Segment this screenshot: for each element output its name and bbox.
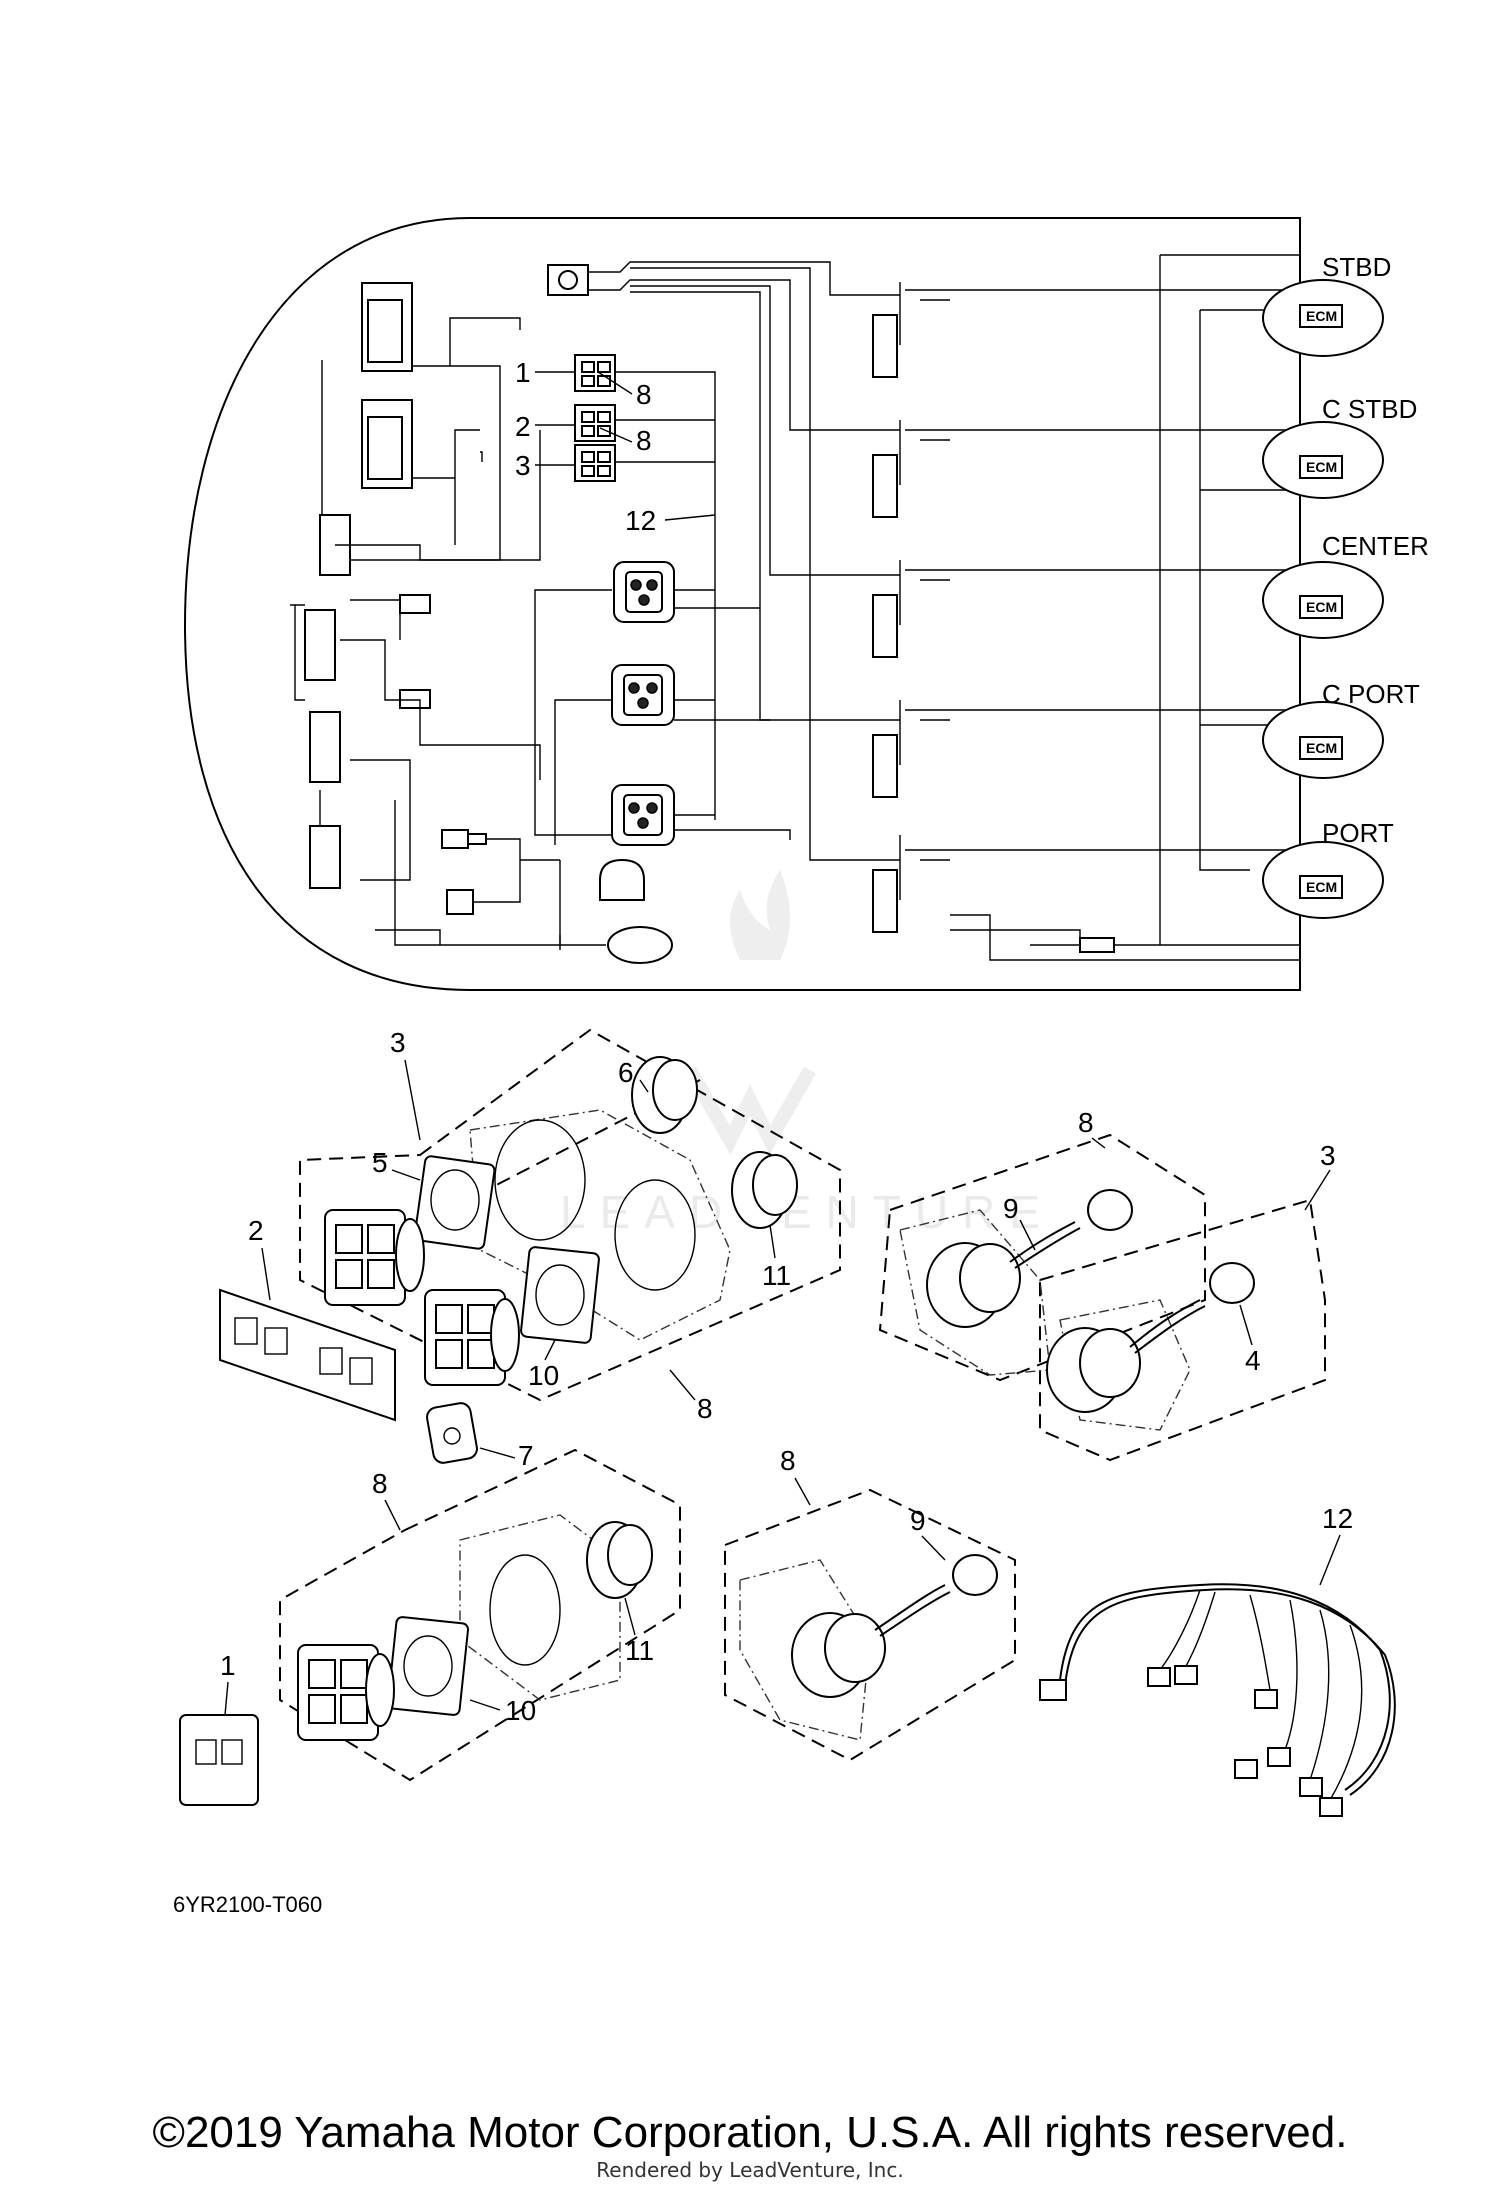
sensor-1 <box>441 829 487 849</box>
part-12-harness <box>1039 1583 1396 1817</box>
engine-label-center: CENTER <box>1322 531 1429 561</box>
part-11-ring-nut-b <box>586 1521 653 1599</box>
callout-12: 12 <box>625 505 656 536</box>
part-9-sensor-c <box>791 1554 998 1698</box>
key-switch <box>547 264 589 296</box>
callout-2: 2 <box>248 1215 264 1246</box>
sensor-3 <box>607 926 673 964</box>
switch-panel-2 <box>574 404 616 442</box>
engine-center: ECM CENTER <box>1262 531 1429 639</box>
part-10-bezel-a <box>520 1246 600 1344</box>
part-5-bezel <box>413 1155 496 1250</box>
switch-panel-1 <box>574 354 616 392</box>
part-7-key-fob <box>426 1402 478 1464</box>
callout-3: 3 <box>515 450 531 481</box>
part-9-sensor-a <box>926 1189 1133 1328</box>
callout-5: 5 <box>372 1147 388 1178</box>
battery-1 <box>361 282 413 372</box>
callout-9: 9 <box>910 1505 926 1536</box>
callout-12: 12 <box>1322 1503 1353 1534</box>
diagram-code: 6YR2100-T060 <box>173 1892 322 1917</box>
remote-control-3 <box>611 784 675 846</box>
callout-8: 8 <box>636 425 652 456</box>
callout-7: 7 <box>518 1440 534 1471</box>
engine-label-c-stbd: C STBD <box>1322 394 1417 424</box>
engine-label-stbd: STBD <box>1322 252 1391 282</box>
part-4-sensor-b <box>1046 1262 1255 1413</box>
part-10-bezel-b <box>386 1616 470 1716</box>
svg-text:ECM: ECM <box>1306 740 1337 756</box>
switch-body-b <box>424 1289 520 1386</box>
parts-exploded-view: 3 6 5 2 11 10 8 7 8 <box>173 1027 1396 1917</box>
callout-3: 3 <box>1320 1140 1336 1171</box>
callout-8: 8 <box>636 379 652 410</box>
part-1-switch-panel <box>179 1714 259 1806</box>
svg-text:ECM: ECM <box>1306 599 1337 615</box>
copyright-notice: ©2019 Yamaha Motor Corporation, U.S.A. A… <box>152 2108 1348 2157</box>
part-11-ring-nut-a <box>731 1151 798 1229</box>
callout-6: 6 <box>618 1057 634 1088</box>
callout-8: 8 <box>697 1393 713 1424</box>
callout-10: 10 <box>505 1695 536 1726</box>
engine-label-port: PORT <box>1322 818 1394 848</box>
callout-2: 2 <box>515 411 531 442</box>
watermark: LEADVENTURE <box>560 870 1054 1238</box>
engine-harness-connectors <box>872 314 898 933</box>
rendered-by-credit: Rendered by LeadVenture, Inc. <box>596 2158 904 2182</box>
part-6-ring-nut <box>631 1056 698 1134</box>
callout-8: 8 <box>372 1468 388 1499</box>
engine-c-port: ECM C PORT <box>1262 679 1420 779</box>
svg-text:ECM: ECM <box>1306 308 1337 324</box>
callout-11: 11 <box>625 1635 654 1666</box>
engine-stbd: ECM STBD <box>1262 252 1391 357</box>
callout-8: 8 <box>780 1445 796 1476</box>
svg-text:ECM: ECM <box>1306 879 1337 895</box>
switch-body-c <box>297 1644 395 1741</box>
part-2-switch-panel <box>219 1288 396 1422</box>
callout-11: 11 <box>762 1260 791 1291</box>
remote-control-2 <box>611 664 675 726</box>
callout-4: 4 <box>1245 1345 1261 1376</box>
svg-text:ECM: ECM <box>1306 459 1337 475</box>
engine-port: ECM PORT <box>1262 818 1394 919</box>
sensor-4 <box>599 858 645 901</box>
callout-10: 10 <box>528 1360 559 1391</box>
callout-8: 8 <box>1078 1107 1094 1138</box>
switch-panel-3 <box>574 444 616 482</box>
hull-outline <box>183 217 1301 991</box>
callout-9: 9 <box>1003 1193 1019 1224</box>
relay-block-left <box>304 514 431 889</box>
callout-3: 3 <box>390 1027 406 1058</box>
callout-1: 1 <box>515 357 531 388</box>
battery-2 <box>361 399 413 489</box>
switch-body-a <box>324 1209 425 1306</box>
engine-c-stbd: ECM C STBD <box>1262 394 1417 499</box>
callout-1: 1 <box>220 1650 236 1681</box>
engine-label-c-port: C PORT <box>1322 679 1420 709</box>
wiring-diagram: ECM STBD ECM C STBD ECM CENTER ECM C POR… <box>183 217 1429 991</box>
remote-control-1 <box>613 561 675 623</box>
sensor-2 <box>446 889 474 915</box>
watermark-text: LEADVENTURE <box>560 1186 1054 1238</box>
